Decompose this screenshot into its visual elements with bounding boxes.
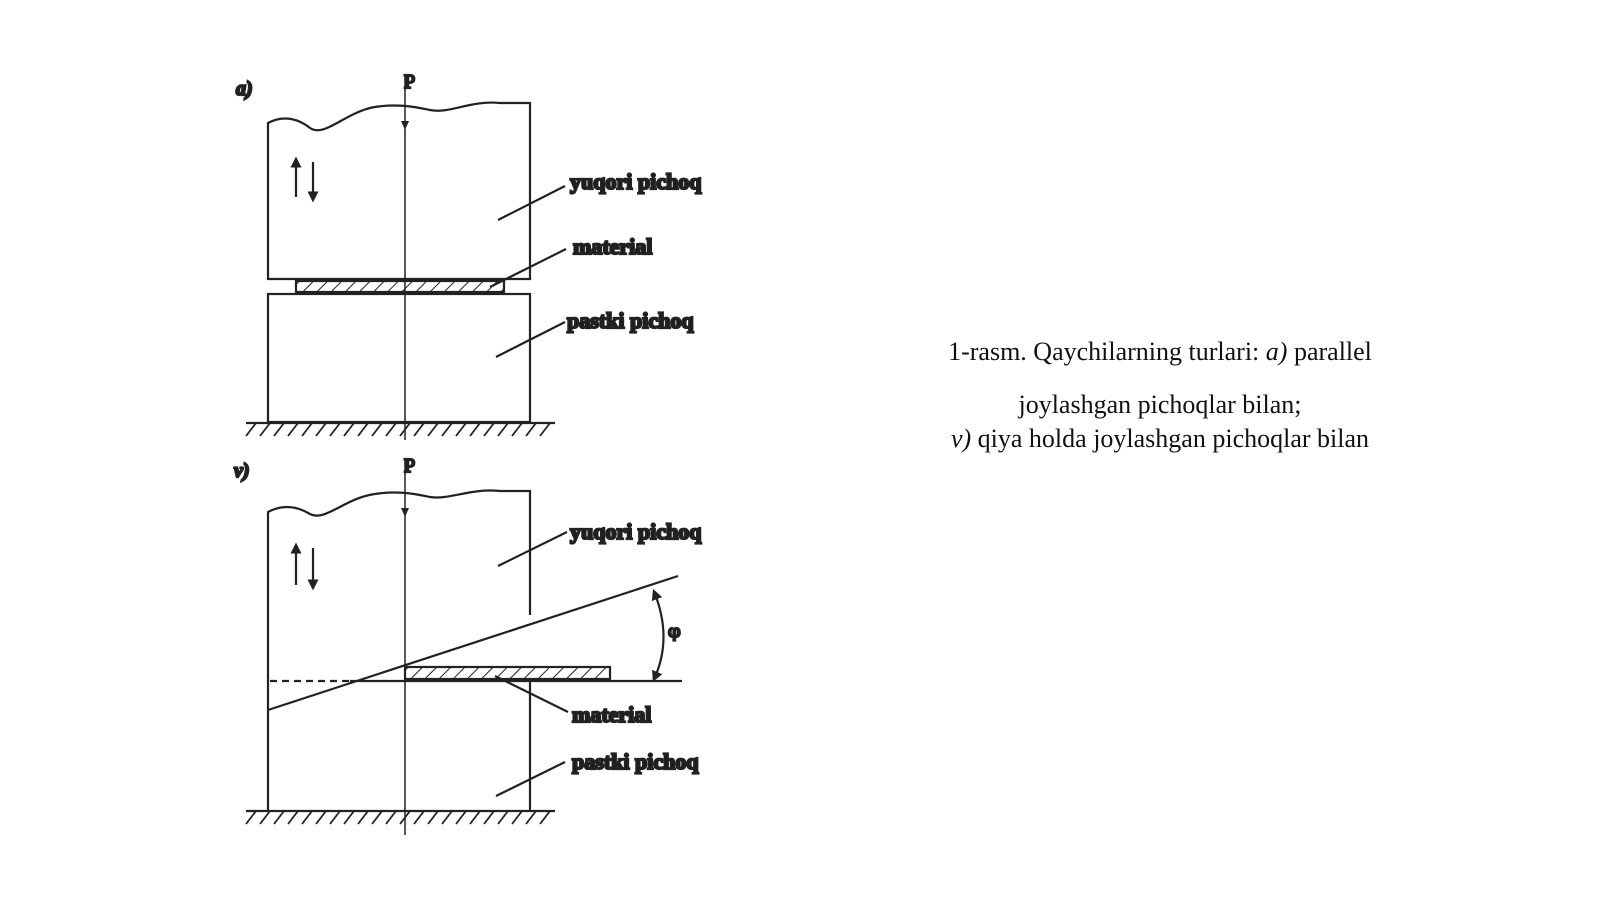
- caption-v-text: qiya holda joylashgan pichoqlar bilan: [971, 424, 1370, 453]
- panel-v-ground: [245, 809, 555, 825]
- panel-v-material-leader: [494, 675, 569, 713]
- panel-v-label: v): [234, 460, 250, 482]
- panel-v-force-label: P: [404, 455, 415, 477]
- panel-a-force-label: P: [404, 71, 415, 93]
- panel-v-material-label: material: [572, 702, 651, 727]
- panel-v-upper-leader: [497, 531, 568, 567]
- panel-a-lower-knife-label: pastki pichoq: [567, 308, 694, 333]
- panel-a-upper-knife-label: yuqori pichoq: [570, 169, 702, 194]
- panel-a-label: a): [236, 78, 253, 100]
- panel-a-force-arrow: [401, 121, 409, 130]
- panel-a-upper-knife: [266, 101, 532, 281]
- caption-v-marker: v): [950, 424, 972, 453]
- panel-v-material: [403, 665, 612, 681]
- panel-a: a) P yuqori pichoq mater: [235, 70, 703, 440]
- panel-a-lower-knife: [266, 292, 532, 424]
- panel-v-inclined-edge: [267, 574, 679, 712]
- caption-a-text: parallel: [1287, 337, 1372, 366]
- panel-v-lower-knife: [266, 681, 532, 810]
- panel-v-angle-arc: [651, 588, 665, 683]
- caption-a-marker: a): [1265, 337, 1288, 366]
- panel-v-lower-knife-label: pastki pichoq: [572, 749, 699, 774]
- panel-v: v) P φ: [233, 454, 703, 835]
- panel-a-ground: [245, 421, 555, 437]
- caption-line-2: joylashgan pichoqlar bilan;: [1018, 390, 1302, 419]
- panel-v-upper-knife-label: yuqori pichoq: [570, 519, 702, 544]
- caption-line-1: 1-rasm. Qaychilarning turlari: a) parall…: [880, 335, 1440, 369]
- panel-v-angle-label: φ: [668, 621, 681, 642]
- panel-v-upper-knife: [266, 489, 532, 710]
- panel-a-lower-leader: [495, 321, 566, 358]
- caption-prefix: 1-rasm. Qaychilarning turlari:: [948, 337, 1266, 366]
- panel-a-material-label: material: [573, 234, 652, 259]
- figure-caption: 1-rasm. Qaychilarning turlari: a) parall…: [880, 335, 1440, 456]
- panel-a-material: [294, 279, 506, 294]
- panel-a-material-leader: [489, 248, 567, 288]
- panel-v-force-arrow: [401, 508, 409, 517]
- panel-a-upper-leader: [497, 185, 566, 221]
- caption-line-3: v) qiya holda joylashgan pichoqlar bilan: [880, 422, 1440, 456]
- panel-v-lower-leader: [495, 761, 566, 797]
